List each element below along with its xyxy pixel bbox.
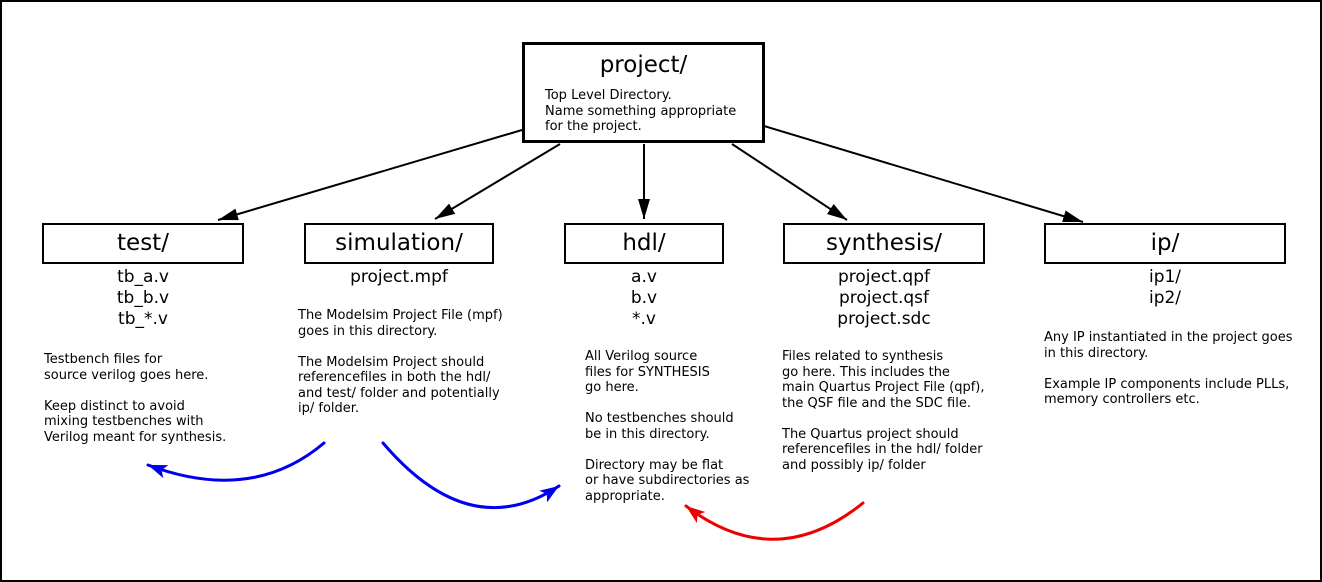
arrow-project-to-test [217, 129, 523, 221]
folder-files-test: tb_a.v tb_b.v tb_*.v [116, 267, 170, 329]
folder-title-project: project/ [599, 52, 688, 78]
arrow-synthesis-to-hdl [684, 501, 865, 541]
folder-files-hdl: a.v b.v *.v [630, 267, 658, 329]
folder-box-synthesis: synthesis/ [783, 223, 985, 264]
folder-box-simulation: simulation/ [304, 223, 494, 264]
folder-title-hdl: hdl/ [622, 230, 666, 256]
folder-files-simulation: project.mpf [350, 267, 448, 287]
folder-note-test: Testbench files for source verilog goes … [44, 352, 227, 445]
folder-title-test: test/ [117, 230, 169, 256]
folder-title-synthesis: synthesis/ [825, 230, 943, 256]
folder-box-project: project/ Top Level Directory. Name somet… [522, 42, 765, 143]
folder-note-synthesis: Files related to synthesis go here. This… [782, 349, 985, 473]
arrow-project-to-ip [763, 125, 1084, 223]
folder-files-synthesis: project.qpf project.qsf project.sdc [837, 267, 931, 329]
folder-box-hdl: hdl/ [564, 223, 724, 264]
folder-files-ip: ip1/ ip2/ [1148, 267, 1182, 308]
folder-box-test: test/ [42, 223, 244, 264]
folder-box-ip: ip/ [1044, 223, 1286, 264]
arrow-simulation-to-test [146, 441, 326, 482]
arrow-simulation-to-hdl [381, 441, 561, 509]
folder-title-simulation: simulation/ [335, 230, 463, 256]
arrow-project-to-synthesis [731, 143, 848, 221]
folder-note-project: Top Level Directory. Name something appr… [545, 88, 737, 135]
folder-title-ip: ip/ [1150, 230, 1180, 256]
folder-note-ip: Any IP instantiated in the project goes … [1044, 330, 1293, 407]
folder-note-hdl: All Verilog source files for SYNTHESIS g… [585, 349, 750, 504]
arrow-project-to-simulation [434, 143, 561, 220]
folder-note-simulation: The Modelsim Project File (mpf) goes in … [298, 308, 503, 416]
